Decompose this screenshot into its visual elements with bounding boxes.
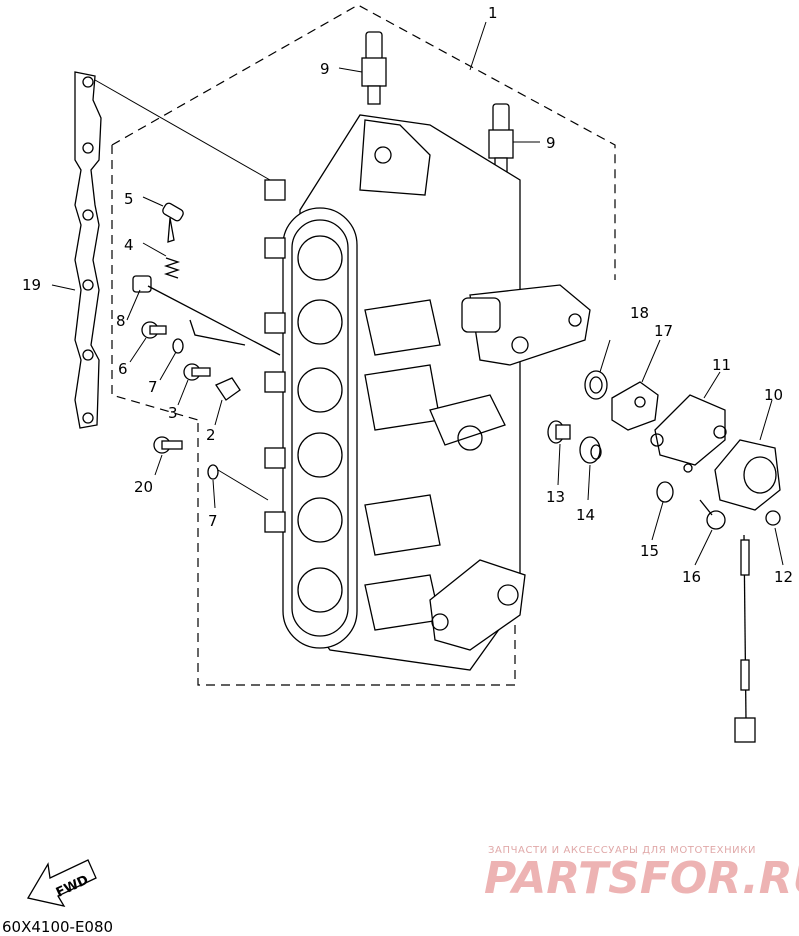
bushing-14 [579, 436, 602, 464]
callout-6: 6 [118, 360, 128, 378]
callout-9-upper: 9 [320, 60, 330, 78]
callout-2: 2 [206, 426, 216, 444]
callout-20: 20 [134, 478, 153, 496]
sensor-rod-8 [132, 275, 281, 356]
washer-7-upper [172, 338, 184, 354]
bracket-11 [650, 394, 727, 466]
callout-13: 13 [546, 488, 565, 506]
callout-3: 3 [168, 404, 178, 422]
bushing-13 [547, 420, 571, 444]
washer-7-lower [207, 464, 219, 480]
callout-18: 18 [630, 304, 649, 322]
screw-20 [153, 436, 183, 454]
spring-18 [584, 370, 608, 400]
callout-14: 14 [576, 506, 595, 524]
callout-10: 10 [764, 386, 783, 404]
screw-12 [765, 510, 781, 526]
screw-6 [141, 321, 167, 339]
watermark-tagline: ЗАПЧАСТИ И АКСЕССУАРЫ ДЛЯ МОТОТЕХНИКИ [488, 845, 756, 856]
screw-5 [162, 202, 184, 243]
throttle-sensor-10 [683, 439, 781, 511]
callout-9-right: 9 [546, 134, 556, 152]
screw-16 [699, 499, 726, 530]
sensor-lead [734, 534, 756, 743]
clamp-2 [215, 377, 241, 401]
callout-12: 12 [774, 568, 793, 586]
callout-15: 15 [640, 542, 659, 560]
callout-8: 8 [116, 312, 126, 330]
callout-7-lower: 7 [208, 512, 218, 530]
watermark-brand: PARTSFOR.RU [484, 853, 799, 904]
diagram-code: 60X4100-E080 [2, 918, 113, 936]
callout-16: 16 [682, 568, 701, 586]
leader-lines [51, 21, 784, 566]
callout-5: 5 [124, 190, 134, 208]
spring-4 [163, 257, 181, 279]
callout-1: 1 [488, 4, 498, 22]
callout-7-upper: 7 [148, 378, 158, 396]
callout-17: 17 [654, 322, 673, 340]
stud-bolt-upper [361, 31, 387, 105]
block-17 [611, 381, 659, 431]
throttle-body [264, 114, 591, 671]
fwd-arrow-icon: FWD [26, 859, 97, 907]
callout-11: 11 [712, 356, 731, 374]
washer-15 [656, 481, 674, 503]
gasket-strip [74, 71, 102, 429]
screw-3 [183, 363, 211, 381]
callout-4: 4 [124, 236, 134, 254]
callout-19: 19 [22, 276, 41, 294]
